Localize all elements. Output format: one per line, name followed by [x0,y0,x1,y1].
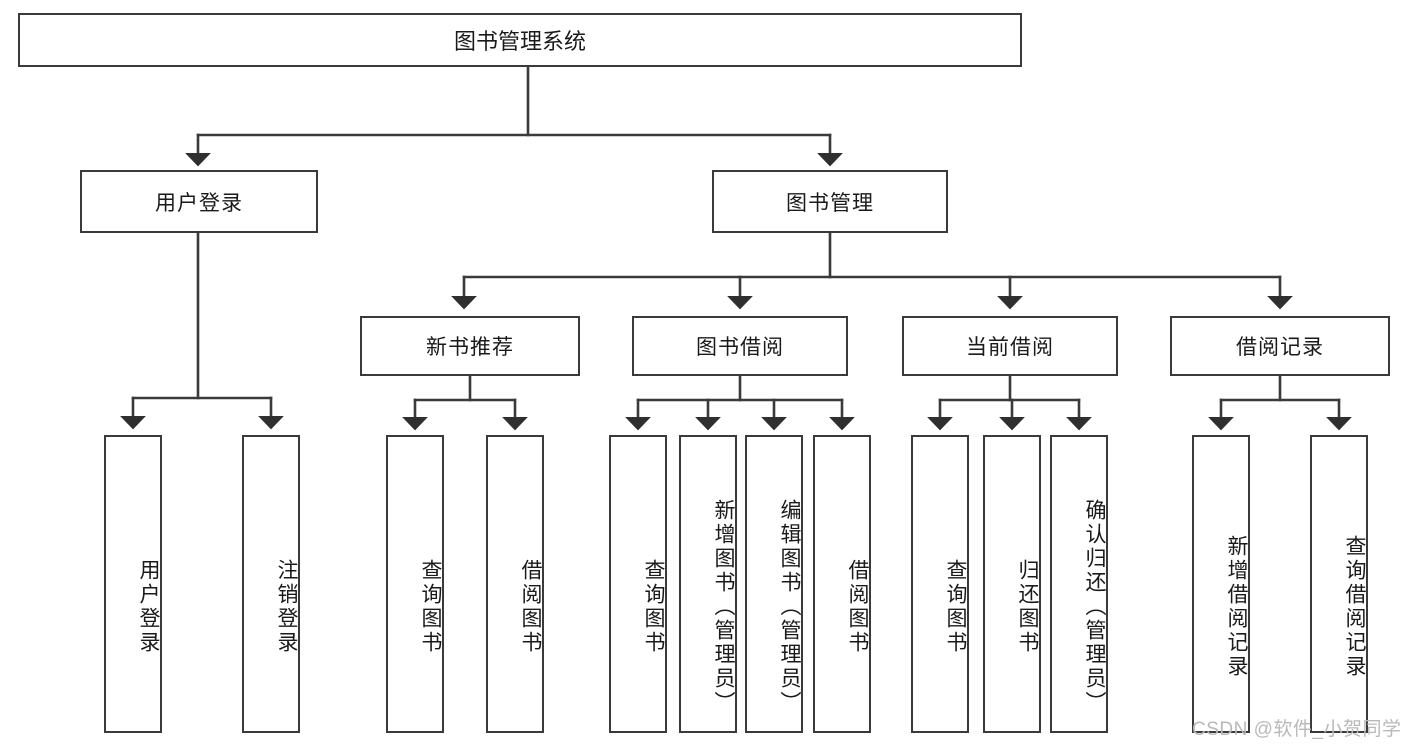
leaf-borrow-book[interactable]: 借阅图书 [813,435,871,733]
leaf-add-book-admin-label: 新增图书（管理员） [712,499,735,715]
node-new-book-recommend-label: 新书推荐 [426,336,514,359]
leaf-borrow-book-recommend[interactable]: 借阅图书 [486,435,544,733]
leaf-query-book-borrow-label: 查询图书 [642,559,665,655]
node-book-borrow-label: 图书借阅 [696,336,784,359]
leaf-edit-book-admin-label: 编辑图书（管理员） [778,499,801,715]
node-new-book-recommend[interactable]: 新书推荐 [360,316,580,376]
leaf-borrow-book-label: 借阅图书 [846,559,869,655]
leaf-user-login-label: 用户登录 [137,559,160,655]
node-book-management-label: 图书管理 [786,191,874,215]
leaf-query-book-current-label: 查询图书 [944,559,967,655]
leaf-add-book-admin[interactable]: 新增图书（管理员） [679,435,737,733]
leaf-edit-book-admin[interactable]: 编辑图书（管理员） [745,435,803,733]
csdn-watermark: CSDN @软件_小贺同学 [1192,719,1402,740]
leaf-add-borrow-record-label: 新增借阅记录 [1225,535,1248,679]
leaf-logout-label: 注销登录 [275,559,298,655]
leaf-query-book-recommend-label: 查询图书 [419,559,442,655]
leaf-logout[interactable]: 注销登录 [242,435,300,733]
leaf-confirm-return-admin-label: 确认归还（管理员） [1083,499,1106,715]
leaf-user-login[interactable]: 用户登录 [104,435,162,733]
leaf-query-book-borrow[interactable]: 查询图书 [609,435,667,733]
leaf-query-book-current[interactable]: 查询图书 [911,435,969,733]
node-borrow-records[interactable]: 借阅记录 [1170,316,1390,376]
leaf-add-borrow-record[interactable]: 新增借阅记录 [1192,435,1250,733]
node-root-label: 图书管理系统 [453,29,586,54]
node-user-login-label: 用户登录 [155,191,243,215]
node-root[interactable]: 图书管理系统 [18,13,1022,67]
leaf-query-borrow-record[interactable]: 查询借阅记录 [1310,435,1368,733]
leaf-borrow-book-recommend-label: 借阅图书 [519,559,542,655]
node-current-borrow[interactable]: 当前借阅 [902,316,1118,376]
node-borrow-records-label: 借阅记录 [1236,336,1324,359]
leaf-query-borrow-record-label: 查询借阅记录 [1343,535,1366,679]
node-book-borrow[interactable]: 图书借阅 [632,316,848,376]
leaf-query-book-recommend[interactable]: 查询图书 [386,435,444,733]
node-user-login[interactable]: 用户登录 [80,170,318,233]
leaf-return-book[interactable]: 归还图书 [983,435,1041,733]
leaf-return-book-label: 归还图书 [1016,559,1039,655]
node-book-management[interactable]: 图书管理 [712,170,948,233]
node-current-borrow-label: 当前借阅 [966,336,1054,359]
leaf-confirm-return-admin[interactable]: 确认归还（管理员） [1050,435,1108,733]
